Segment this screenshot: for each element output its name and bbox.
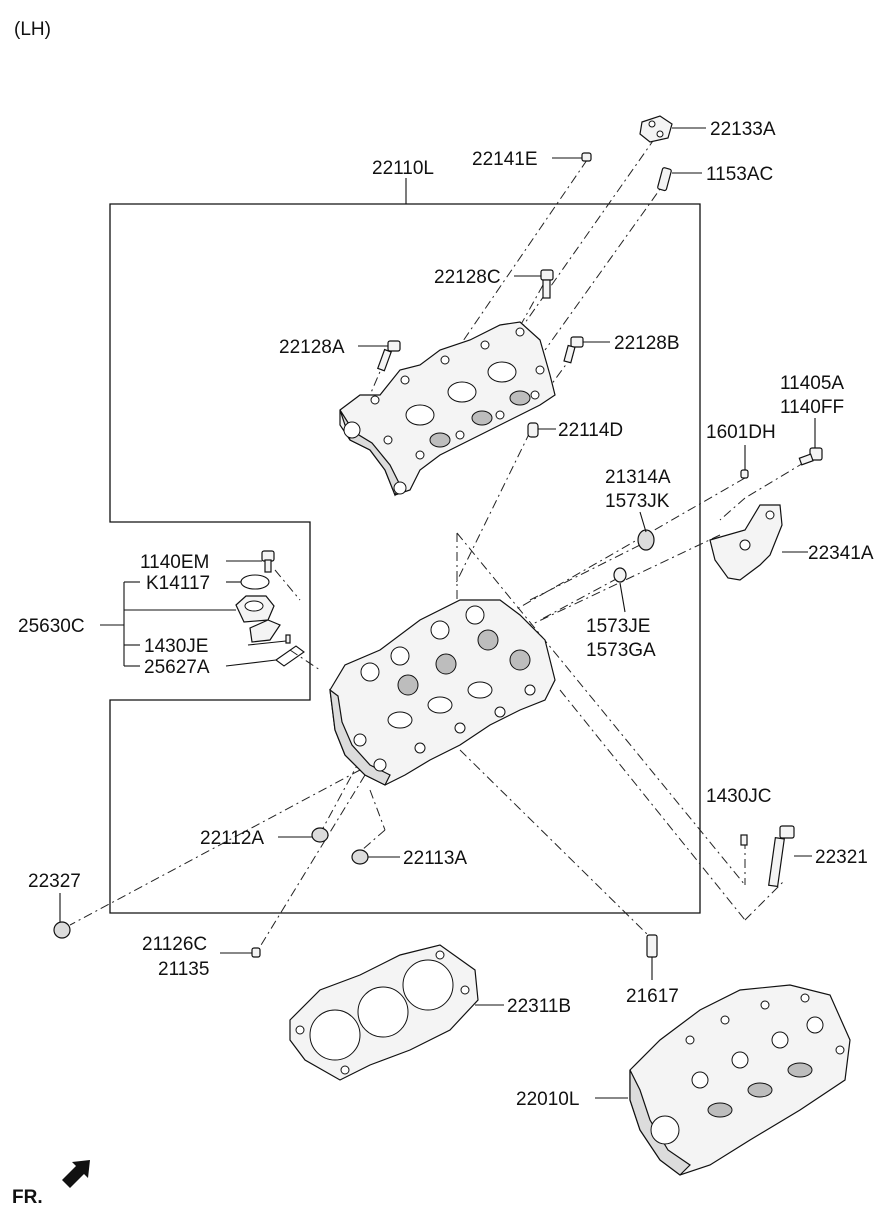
assembly-frame: [109, 203, 701, 914]
head-assembly-illustration: [629, 984, 851, 1176]
part-label-1153AC[interactable]: 1153AC: [706, 164, 773, 185]
part-label-1573GA[interactable]: 1573GA: [586, 640, 656, 661]
part-label-1430JE[interactable]: 1430JE: [144, 636, 208, 657]
cylinder-head-illustration: [329, 599, 556, 786]
camshaft-carrier-illustration: [339, 321, 556, 497]
part-label-21617[interactable]: 21617: [626, 986, 679, 1007]
part-label-1573JE[interactable]: 1573JE: [586, 616, 650, 637]
leader-lines: [59, 127, 816, 1099]
front-arrow-icon: [62, 1160, 90, 1188]
part-label-22128C[interactable]: 22128C: [434, 267, 501, 288]
part-label-25630C[interactable]: 25630C: [18, 616, 85, 637]
alignment-lines: [69, 137, 806, 951]
part-label-22141E[interactable]: 22141E: [472, 149, 538, 170]
part-label-22327[interactable]: 22327: [28, 871, 81, 892]
part-label-1430JC[interactable]: 1430JC: [706, 786, 772, 807]
variant-label: (LH): [14, 19, 51, 40]
part-label-21135[interactable]: 21135: [158, 959, 209, 980]
part-label-11405A[interactable]: 11405A: [780, 373, 844, 394]
part-label-K14117[interactable]: K14117: [146, 573, 210, 594]
part-label-22113A[interactable]: 22113A: [403, 848, 467, 869]
part-label-1140EM[interactable]: 1140EM: [140, 552, 209, 573]
part-label-22110L[interactable]: 22110L: [372, 158, 434, 179]
part-label-21126C[interactable]: 21126C: [142, 934, 207, 955]
part-label-22128A[interactable]: 22128A: [279, 337, 345, 358]
part-label-22341A[interactable]: 22341A: [808, 543, 874, 564]
part-label-1601DH[interactable]: 1601DH: [706, 422, 776, 443]
part-label-22311B[interactable]: 22311B: [507, 996, 571, 1017]
part-label-22133A[interactable]: 22133A: [710, 119, 776, 140]
part-label-25627A[interactable]: 25627A: [144, 657, 210, 678]
part-label-22010L[interactable]: 22010L: [516, 1089, 579, 1110]
front-direction-label: FR.: [12, 1187, 43, 1208]
part-label-1573JK[interactable]: 1573JK: [605, 491, 670, 512]
part-label-22128B[interactable]: 22128B: [614, 333, 680, 354]
part-labels: 22133A 22141E 1153AC 22128C 22128A 22128…: [18, 119, 874, 1110]
part-label-22112A[interactable]: 22112A: [200, 828, 264, 849]
part-label-22114D[interactable]: 22114D: [558, 420, 623, 441]
part-label-22321[interactable]: 22321: [815, 847, 868, 868]
head-gasket-illustration: [289, 944, 479, 1081]
part-label-21314A[interactable]: 21314A: [605, 467, 671, 488]
fasteners-illustration: [53, 115, 823, 958]
part-label-1140FF[interactable]: 1140FF: [780, 397, 844, 418]
